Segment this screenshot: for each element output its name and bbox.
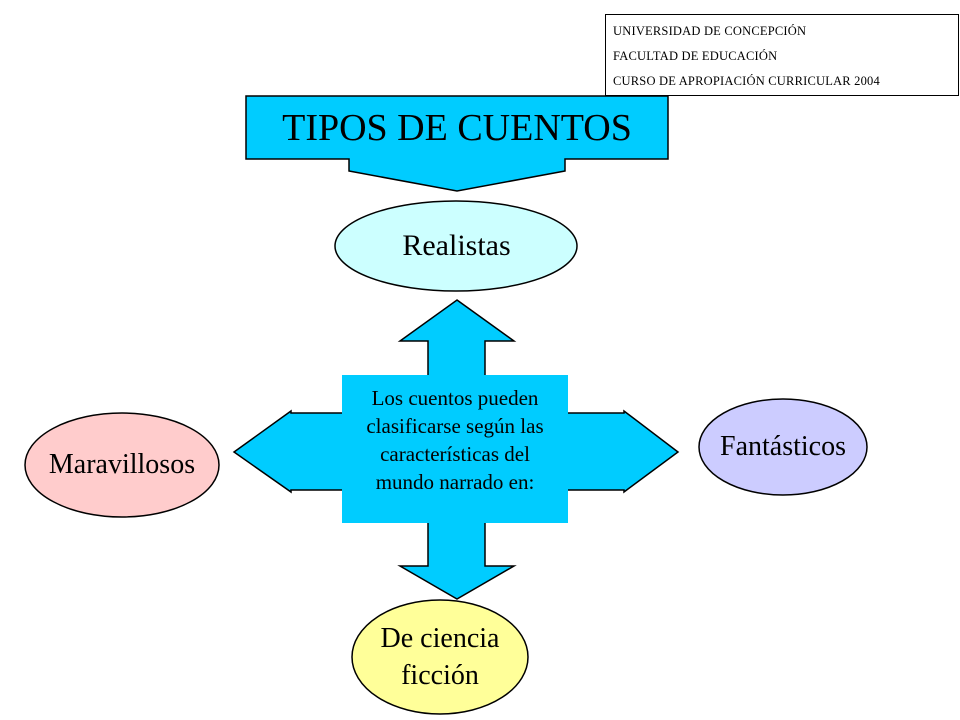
institution-header: UNIVERSIDAD DE CONCEPCIÓN FACULTAD DE ED… xyxy=(605,14,959,96)
center-description: Los cuentos pueden clasificarse según la… xyxy=(330,384,580,496)
realistas-oval xyxy=(334,200,578,292)
center-line-4: mundo narrado en: xyxy=(375,470,535,494)
ciencia-ficcion-label: De ciencia ficción xyxy=(352,600,528,714)
title-arrow-shape xyxy=(245,95,669,192)
maravillosos-label: Maravillosos xyxy=(48,449,196,480)
ciencia-ficcion-oval xyxy=(351,599,529,715)
fantasticos-label: Fantásticos xyxy=(720,431,846,462)
realistas-label: Realistas xyxy=(402,229,511,262)
center-line-1: Los cuentos pueden xyxy=(371,386,539,410)
header-course: CURSO DE APROPIACIÓN CURRICULAR 2004 xyxy=(613,74,880,88)
ciencia-ficcion-line-1: De ciencia xyxy=(380,623,500,654)
page-title: TIPOS DE CUENTOS xyxy=(282,106,632,149)
maravillosos-oval xyxy=(24,412,220,518)
ciencia-ficcion-line-2: ficción xyxy=(401,660,479,691)
header-faculty: FACULTAD DE EDUCACIÓN xyxy=(613,49,778,63)
header-university: UNIVERSIDAD DE CONCEPCIÓN xyxy=(613,24,807,38)
center-text-box xyxy=(342,375,568,523)
center-line-2: clasificarse según las xyxy=(366,414,544,438)
fantasticos-oval xyxy=(698,398,868,496)
center-line-3: características del xyxy=(380,442,530,466)
